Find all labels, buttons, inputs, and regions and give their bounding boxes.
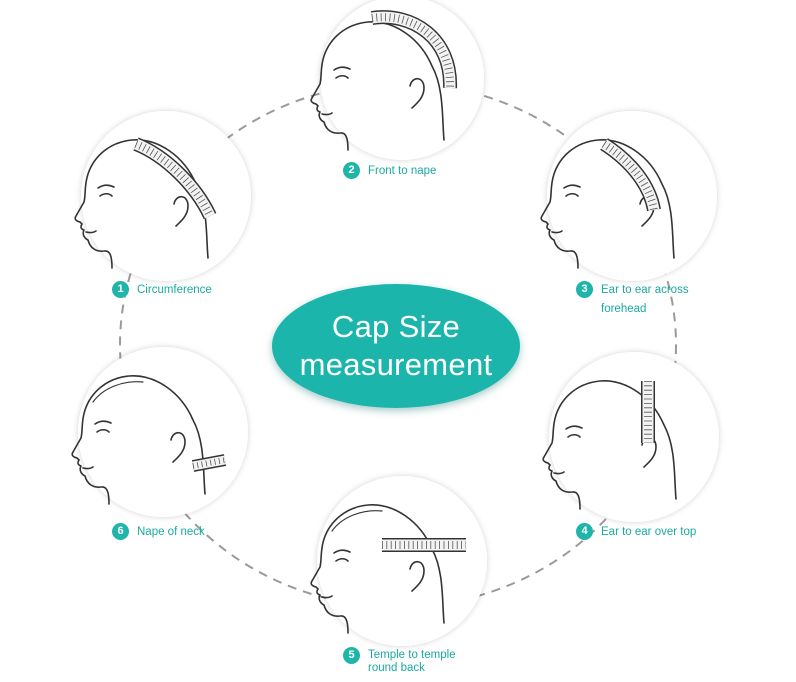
step-5-label: 5 Temple to temple round back xyxy=(343,647,456,675)
head-outline xyxy=(540,139,675,269)
mouth xyxy=(321,595,333,599)
head-illustration-4 xyxy=(542,380,677,510)
head-outline xyxy=(74,139,209,269)
mouth xyxy=(553,471,565,475)
head-illustration-1 xyxy=(74,137,217,269)
title-oval xyxy=(272,284,520,408)
eye xyxy=(335,557,349,562)
step-2-text: Front to nape xyxy=(368,165,437,177)
eye xyxy=(565,192,579,197)
mouth xyxy=(82,466,94,470)
step-1-text: Circumference xyxy=(137,284,212,296)
step-2-label: 2 Front to nape xyxy=(343,162,436,181)
head-outline xyxy=(310,504,445,634)
step-5-number: 5 xyxy=(343,647,360,664)
step-3-text-line-2: forehead xyxy=(601,303,647,315)
measuring-tape-ticks xyxy=(192,457,226,469)
mouth xyxy=(85,230,97,234)
measuring-tape xyxy=(600,139,660,212)
ear xyxy=(409,560,425,592)
step-3-text: Ear to ear across xyxy=(601,284,689,296)
mouth xyxy=(551,230,563,234)
step-2-number: 2 xyxy=(343,162,360,179)
step-3-label: 3 Ear to ear across forehead xyxy=(576,281,689,319)
step-6-number: 6 xyxy=(112,523,129,540)
brow xyxy=(97,184,115,189)
eye xyxy=(335,74,349,79)
step-6-text: Nape of neck xyxy=(137,526,205,538)
head-outline xyxy=(71,375,206,505)
eye xyxy=(96,428,110,433)
brow xyxy=(565,425,583,430)
measuring-tape-ticks xyxy=(371,13,455,89)
eye xyxy=(99,192,113,197)
mouth xyxy=(321,112,333,116)
head-illustration-2 xyxy=(310,10,458,151)
measuring-tape xyxy=(133,138,215,219)
head-illustration-3 xyxy=(540,138,675,269)
ear xyxy=(409,77,425,109)
step-4-label: 4 Ear to ear over top xyxy=(576,523,696,542)
step-1-number: 1 xyxy=(112,281,129,298)
hairline xyxy=(92,381,144,403)
step-6-label: 6 Nape of neck xyxy=(112,523,205,542)
step-1-label: 1 Circumference xyxy=(112,281,212,300)
brow xyxy=(333,66,351,71)
brow xyxy=(333,549,351,554)
head-illustration-6 xyxy=(71,375,227,505)
eye xyxy=(567,433,581,438)
brow xyxy=(563,184,581,189)
head-illustration-5 xyxy=(310,504,466,634)
step-5-text: Temple to temple xyxy=(368,649,456,661)
step-4-number: 4 xyxy=(576,523,593,540)
hairline xyxy=(331,510,383,532)
head-outline xyxy=(310,21,445,151)
step-5-text-line-2: round back xyxy=(368,662,425,674)
ear xyxy=(170,431,186,463)
ear xyxy=(173,195,189,227)
step-3-number: 3 xyxy=(576,281,593,298)
brow xyxy=(94,420,112,425)
step-4-text: Ear to ear over top xyxy=(601,526,697,538)
